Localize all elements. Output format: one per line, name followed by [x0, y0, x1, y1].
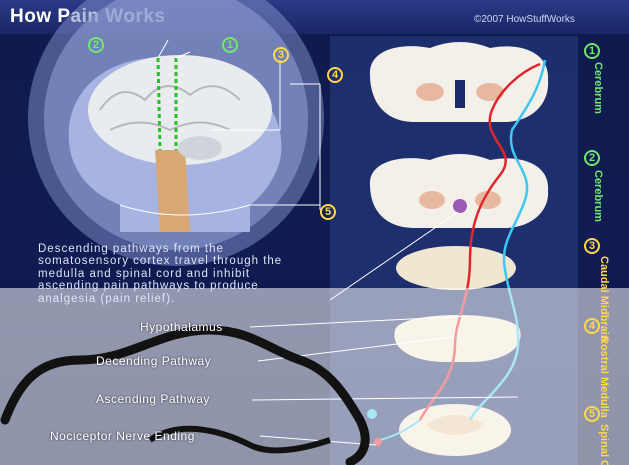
marker-3: 3: [273, 47, 289, 63]
marker-5: 5: [320, 204, 336, 220]
marker-1: 1: [222, 37, 238, 53]
section-1-label: Cerebrum: [592, 62, 604, 114]
section-2-label: Cerebrum: [592, 170, 604, 222]
label-nociceptor-nerve-ending: Nociceptor Nerve Ending: [50, 429, 195, 443]
label-hypothalamus: Hypothalamus: [140, 320, 223, 334]
section-1-number: 1: [584, 43, 600, 59]
marker-4: 4: [327, 67, 343, 83]
label-ascending-pathway: Ascending Pathway: [96, 392, 210, 406]
section-4-label: Rostral Medulla: [598, 336, 610, 418]
label-descending-pathway: Decending Pathway: [96, 354, 211, 368]
section-4-number: 4: [584, 318, 600, 334]
section-2-number: 2: [584, 150, 600, 166]
marker-2: 2: [88, 37, 104, 53]
section-3-label: Caudal Midbrain: [598, 256, 610, 316]
section-5-label: Spinal Cord: [598, 424, 610, 465]
section-3-number: 3: [584, 238, 600, 254]
section-5-number: 5: [584, 406, 600, 422]
description-text: Descending pathways from the somatosenso…: [38, 243, 308, 306]
